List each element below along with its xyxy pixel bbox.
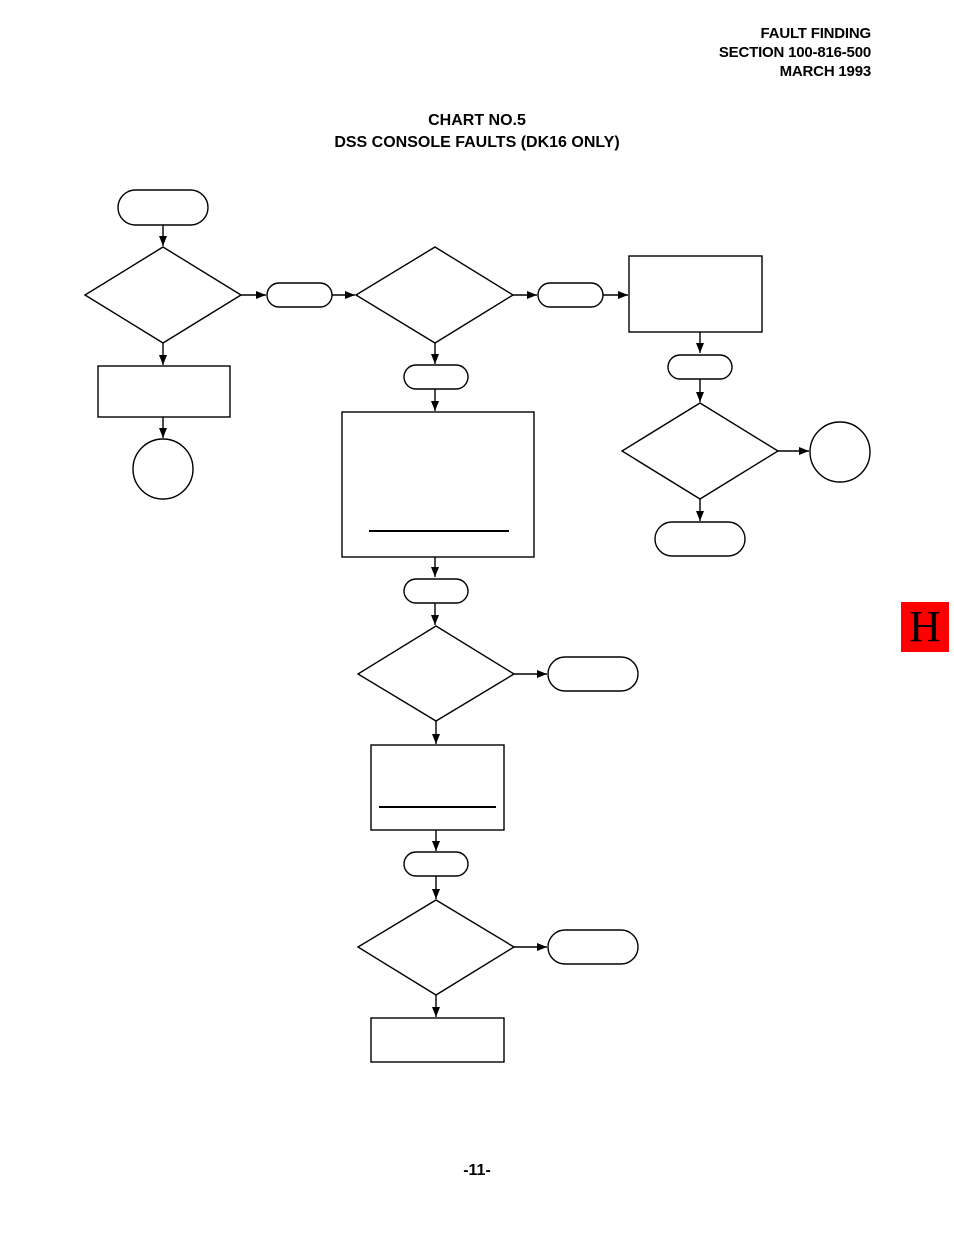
- process-box-3: [370, 744, 505, 831]
- end-terminal-1: [547, 656, 639, 692]
- decision-diamond-2: [354, 246, 515, 344]
- page-number: -11-: [463, 1162, 491, 1179]
- decision-diamond-5: [620, 402, 780, 500]
- branch-label-6: [667, 354, 733, 380]
- chart-subtitle: DSS CONSOLE FAULTS (DK16 ONLY): [334, 134, 620, 151]
- branch-label-2: [403, 364, 469, 390]
- section-tab[interactable]: H: [901, 602, 949, 652]
- connector-circle-2: [809, 421, 871, 483]
- header-section-name: FAULT FINDING: [760, 25, 872, 42]
- end-terminal-2: [547, 929, 639, 965]
- branch-label-5: [537, 282, 604, 308]
- branch-label-4: [403, 851, 469, 877]
- process-box-4: [370, 1017, 505, 1063]
- branch-label-1: [266, 282, 333, 308]
- end-terminal-3: [654, 521, 746, 557]
- chart-number: CHART NO.5: [428, 112, 526, 129]
- process-box-2: [341, 411, 535, 558]
- chart-title: CHART NO.5 DSS CONSOLE FAULTS (DK16 ONLY…: [0, 110, 954, 154]
- document-header: FAULT FINDING SECTION 100-816-500 MARCH …: [719, 24, 871, 81]
- decision-diamond-3: [356, 625, 516, 722]
- decision-diamond-1: [83, 246, 243, 344]
- header-date: MARCH 1993: [779, 63, 872, 80]
- process-box-1: [97, 365, 231, 418]
- header-section-number: SECTION 100-816-500: [718, 44, 871, 61]
- process-box-5: [628, 255, 763, 333]
- branch-label-3: [403, 578, 469, 604]
- decision-diamond-4: [356, 899, 516, 996]
- connector-circle-1: [132, 438, 194, 500]
- start-terminal: [117, 189, 209, 226]
